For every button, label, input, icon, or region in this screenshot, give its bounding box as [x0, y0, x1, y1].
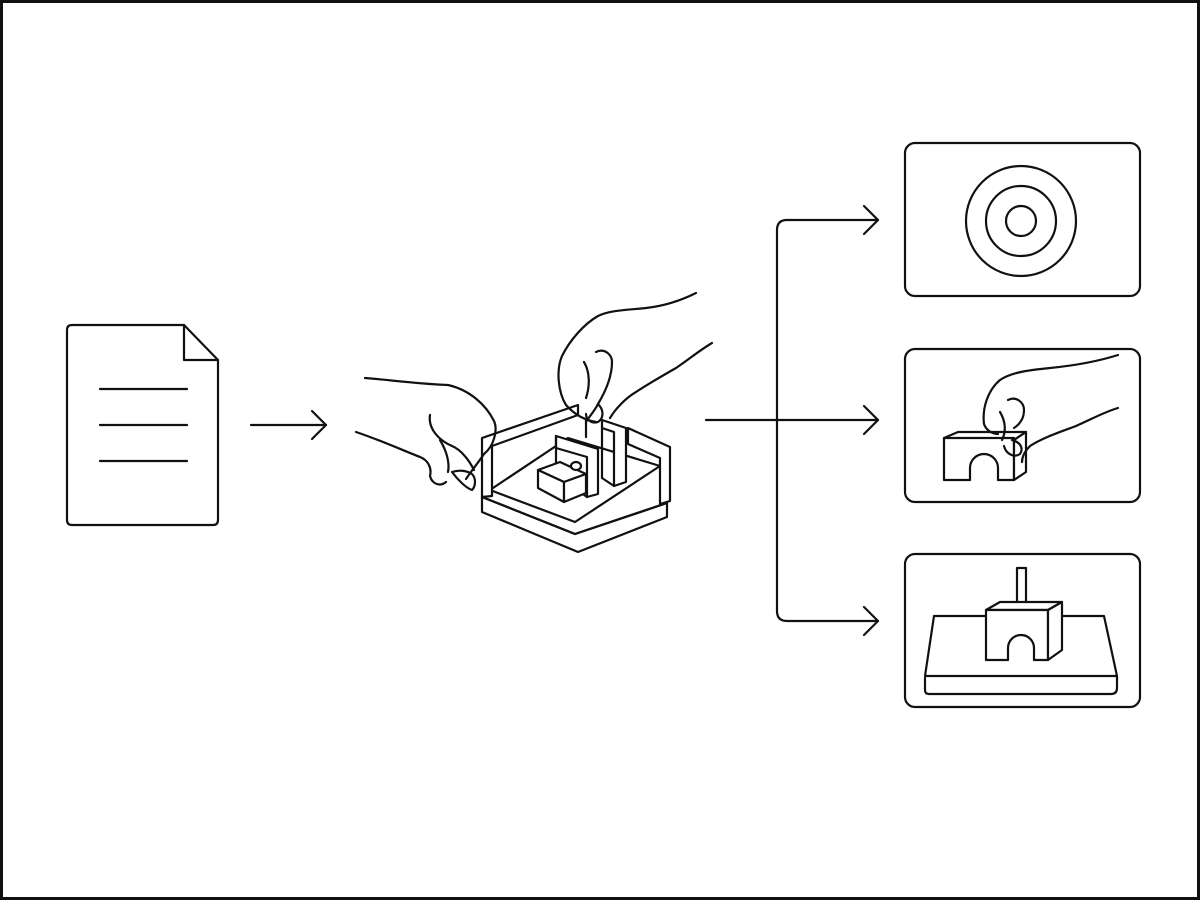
hands-assembling-model-icon [354, 291, 714, 554]
hand-placing-panel [903, 347, 1142, 504]
flow-diagram [65, 141, 1142, 709]
arrow-document-to-assembly [249, 409, 328, 441]
hand-placing-block-icon [942, 353, 1120, 482]
arrow-assembly-to-outputs [704, 204, 880, 637]
mounted-block-icon [923, 566, 1119, 696]
document-icon [65, 323, 220, 527]
target-panel [903, 141, 1142, 298]
target-icon [964, 164, 1078, 278]
mounted-block-panel [903, 552, 1142, 709]
